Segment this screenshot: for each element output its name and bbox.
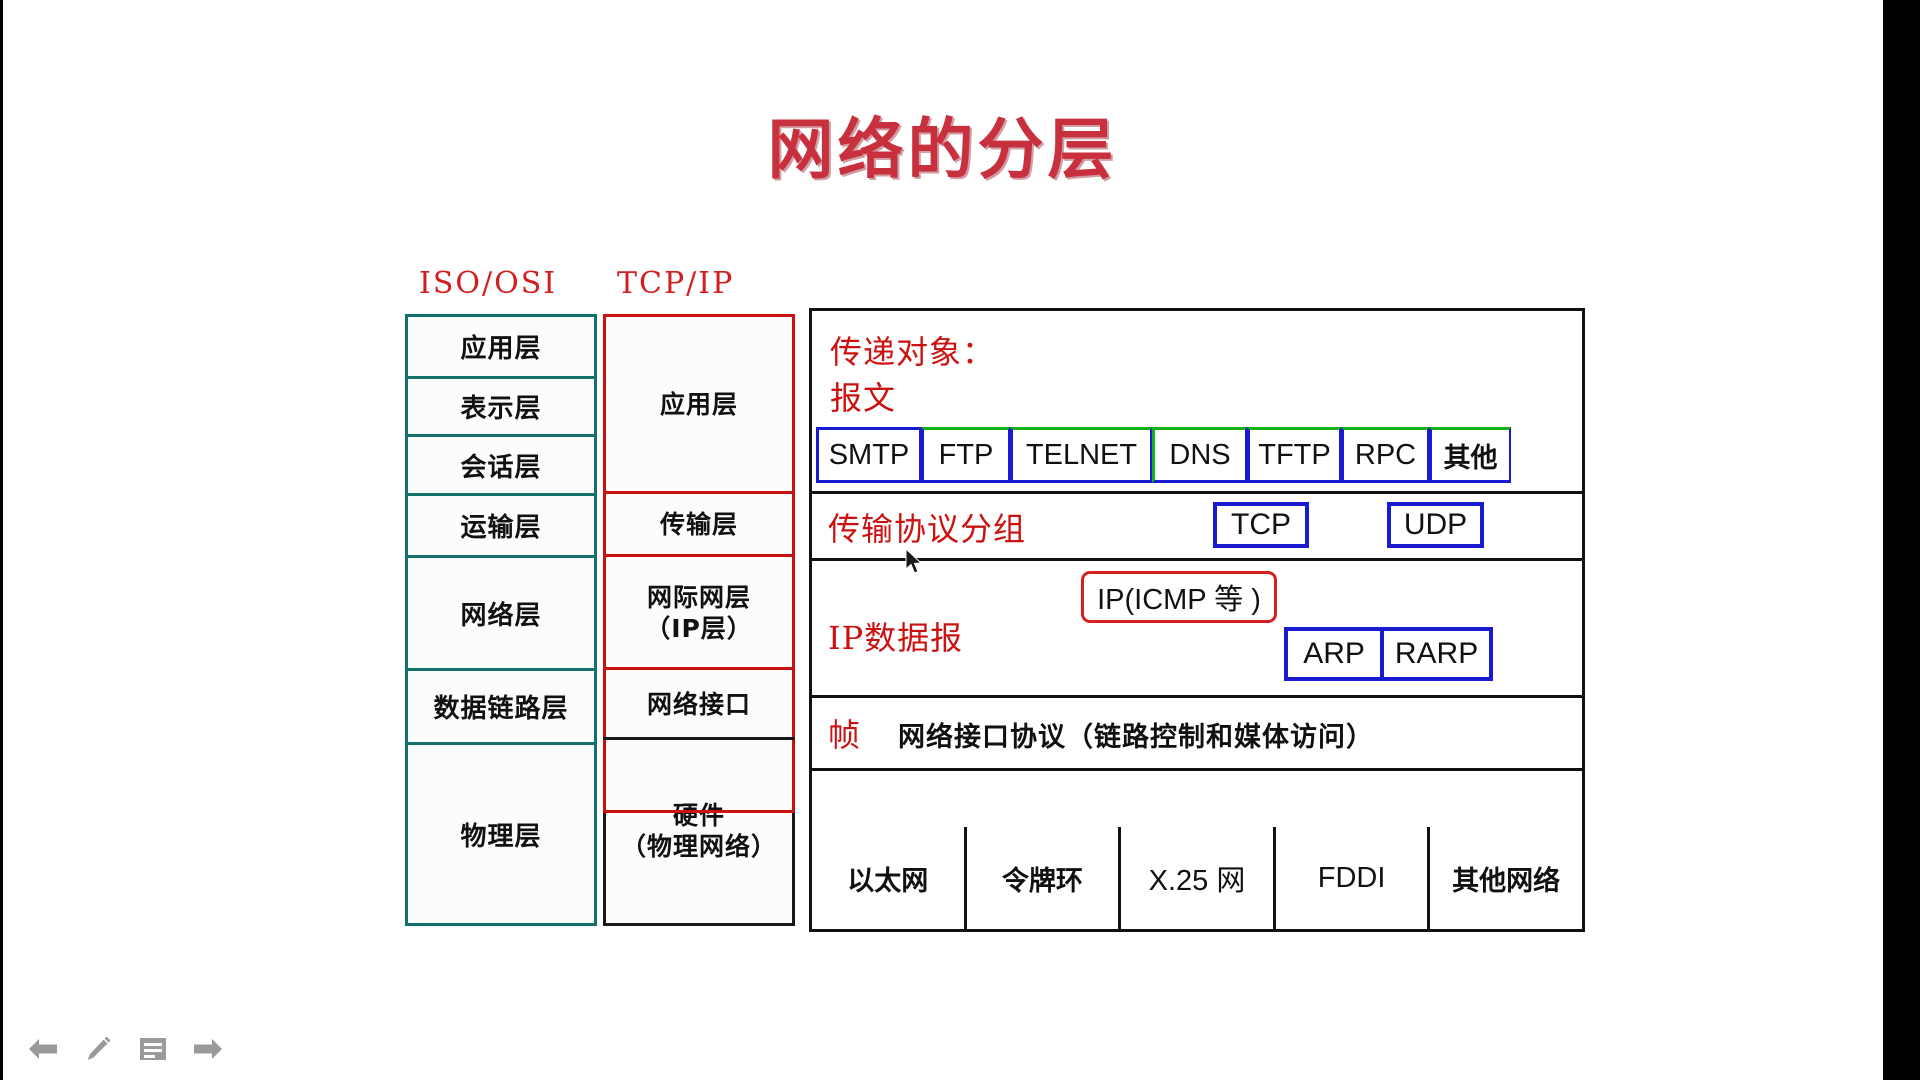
tcp-layer-internet-line2: （IP层） [645, 613, 753, 643]
protocol-chip-rpc[interactable]: RPC [1341, 427, 1429, 483]
tcp-layer-internet: 网际网层 （IP层） [606, 557, 792, 670]
internet-protocol-row: IP数据报 IP(ICMP 等 ) ARP RARP [812, 561, 1582, 695]
iso-osi-column: 应用层 表示层 会话层 运输层 网络层 数据链路层 物理层 [405, 314, 597, 926]
panel-divider-app-transport [812, 491, 1582, 494]
iso-layer-presentation: 表示层 [408, 379, 594, 437]
address-resolution-chip-group: ARP RARP [1284, 627, 1493, 681]
letterbox-right-bar [1883, 0, 1920, 1080]
network-interface-protocol-text: 网络接口协议（链路控制和媒体访问） [898, 722, 1374, 753]
network-cell-token-ring[interactable]: 令牌环 [963, 827, 1119, 929]
ip-datagram-label: IP数据报 [828, 619, 964, 657]
iso-layer-physical: 物理层 [460, 821, 542, 852]
transport-chip-udp[interactable]: UDP [1387, 502, 1484, 548]
network-layering-diagram: ISO/OSI TCP/IP 应用层 表示层 会话层 运输层 网络层 数据链路层… [405, 266, 1585, 942]
tcp-ip-column-caption: TCP/IP [617, 266, 735, 301]
iso-layer-application: 应用层 [408, 317, 594, 379]
network-cell-fddi[interactable]: FDDI [1272, 827, 1428, 929]
tcp-layer-internet-line1: 网际网层 [646, 583, 751, 612]
tcp-divider-transport-internet [603, 554, 795, 557]
tcp-layer-transport: 传输层 [606, 494, 792, 557]
iso-layer-datalink: 数据链路层 [408, 671, 594, 745]
transfer-object-label: 传递对象： [830, 333, 996, 371]
protocol-chip-other[interactable]: 其他 [1429, 427, 1511, 483]
tcp-divider-netif-hardware [603, 737, 795, 740]
slide-toolbar [26, 1032, 225, 1066]
page-title: 网络的分层 [767, 111, 1118, 188]
tcp-layer-hardware-line1: 硬件 [672, 801, 725, 830]
tcp-layer-transport-line1: 传输层 [659, 510, 738, 540]
transport-grouping-label: 传输协议分组 [828, 510, 1027, 548]
tcp-layer-network-interface-line1: 网络接口 [646, 689, 751, 719]
transport-protocol-row: 传输协议分组 TCP UDP [812, 494, 1582, 558]
protocol-chip-ftp[interactable]: FTP [921, 427, 1010, 483]
protocol-chip-arp[interactable]: ARP [1303, 637, 1365, 670]
network-cell-ethernet[interactable]: 以太网 [847, 865, 929, 897]
network-interface-row: 帧 网络接口协议（链路控制和媒体访问） [812, 698, 1582, 768]
application-protocol-row: 传递对象： 报文 SMTP FTP TELNET DNS TFTP RPC 其他 [812, 311, 1582, 491]
panel-divider-transport-internet [812, 558, 1582, 561]
protocol-chip-telnet[interactable]: TELNET [1010, 427, 1152, 483]
protocol-detail-panel: 传递对象： 报文 SMTP FTP TELNET DNS TFTP RPC 其他… [809, 308, 1585, 932]
iso-layer-network: 网络层 [408, 558, 594, 671]
iso-layer-session: 会话层 [408, 437, 594, 496]
arrow-left-icon[interactable] [26, 1032, 60, 1066]
frame-label: 帧 [828, 716, 862, 754]
protocol-chip-tftp[interactable]: TFTP [1247, 427, 1341, 483]
letterbox-left-bar [0, 0, 3, 1080]
protocol-chip-dns[interactable]: DNS [1152, 427, 1247, 483]
mouse-cursor-icon [905, 548, 923, 574]
tcp-divider-internet-netif [603, 667, 795, 670]
pencil-icon[interactable] [81, 1032, 115, 1066]
notes-icon[interactable] [136, 1032, 170, 1066]
tcp-layer-application: 应用层 [606, 317, 792, 494]
network-cell-x25[interactable]: X.25 网 [1118, 827, 1273, 929]
transport-chip-tcp[interactable]: TCP [1213, 502, 1309, 548]
physical-network-row: 以太网 令牌环 X.25 网 FDDI 其他网络 [812, 827, 1582, 929]
ip-icmp-chip[interactable]: IP(ICMP 等 ) [1081, 571, 1277, 623]
panel-divider-netif-hardware [812, 768, 1582, 771]
tcp-layer-network-interface: 网络接口 [606, 670, 792, 740]
tcp-layer-hardware: 硬件 （物理网络） [606, 740, 792, 923]
panel-divider-internet-netif [812, 695, 1582, 698]
network-cell-other[interactable]: 其他网络 [1427, 827, 1582, 929]
iso-osi-column-caption: ISO/OSI [419, 266, 558, 301]
tcp-layer-hardware-line2: （物理网络） [620, 831, 777, 861]
tcp-layer-application-line1: 应用层 [659, 390, 738, 420]
arrow-right-icon[interactable] [191, 1032, 225, 1066]
protocol-chip-rarp[interactable]: RARP [1380, 631, 1489, 677]
transfer-object-value: 报文 [830, 379, 897, 417]
iso-layer-transport: 运输层 [408, 496, 594, 558]
tcp-divider-app-transport [603, 491, 795, 494]
tcp-ip-column: 应用层 传输层 网际网层 （IP层） 网络接口 硬件 （物理网络） [603, 314, 795, 926]
protocol-chip-smtp[interactable]: SMTP [816, 427, 921, 483]
application-protocol-chip-strip: SMTP FTP TELNET DNS TFTP RPC 其他 [816, 427, 1511, 483]
